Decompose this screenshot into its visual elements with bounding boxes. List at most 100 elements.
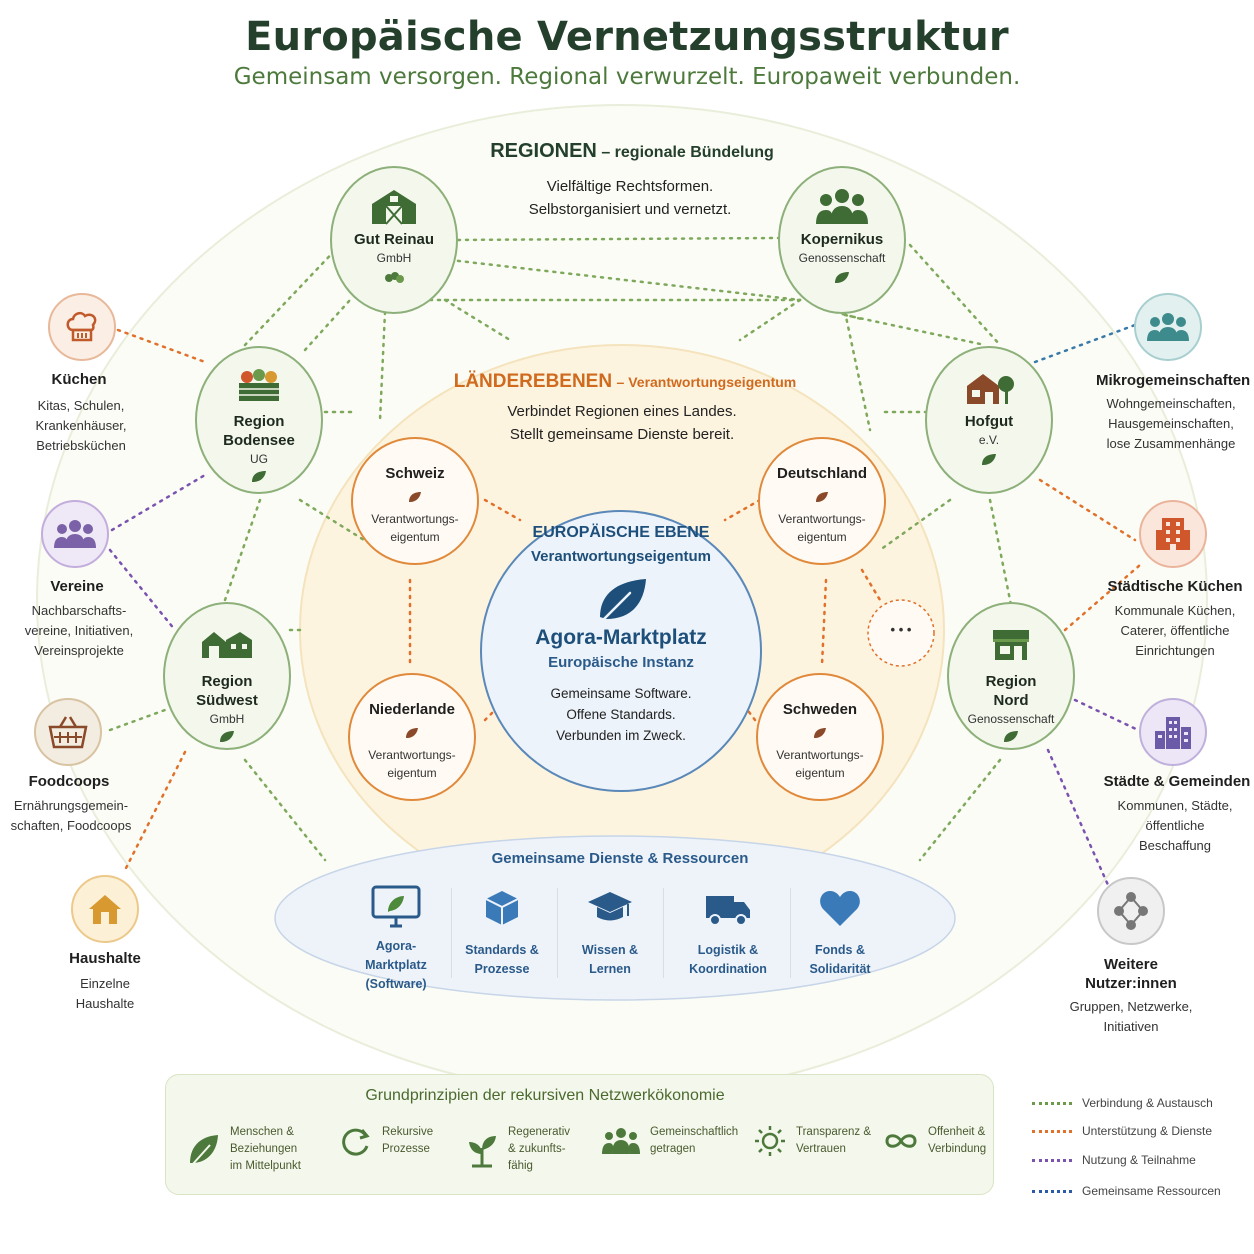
cube-icon — [447, 888, 557, 933]
group-icon — [780, 186, 904, 226]
principle-offenheit: Offenheit &Verbindung — [884, 1124, 986, 1158]
region-legal-form: e.V. — [978, 433, 1000, 447]
haushalte-icon[interactable] — [71, 875, 139, 943]
leaf-icon — [780, 271, 904, 290]
service-wissen[interactable]: Wissen &Lernen — [555, 888, 665, 979]
farm-buildings-icon — [165, 628, 289, 668]
service-logistik[interactable]: Logistik &Koordination — [673, 888, 783, 979]
country-ownership: Verantwortungs-eigentum — [778, 512, 866, 544]
staedte-icon[interactable] — [1139, 698, 1207, 766]
country-name: Schweiz — [385, 465, 445, 482]
vereine-icon[interactable] — [41, 500, 109, 568]
service-fonds[interactable]: Fonds &Solidarität — [785, 888, 895, 979]
leaf-icon — [353, 490, 477, 504]
region-legal-form: Genossenschaft — [798, 251, 886, 265]
leaf-icon — [927, 453, 1051, 472]
central-ownership: Verantwortungseigentum — [530, 548, 712, 565]
community-icon — [1147, 313, 1189, 341]
sprout-icon — [469, 1135, 496, 1167]
region-kopernikus[interactable]: Kopernikus Genossenschaft — [778, 166, 906, 314]
laender-line2: Stellt gemeinsame Dienste bereit. — [509, 426, 735, 443]
people-icon — [602, 1128, 640, 1154]
country-schweiz[interactable]: Schweiz Verantwortungs-eigentum — [351, 437, 479, 565]
service-agora[interactable]: Agora-Marktplatz(Software) — [341, 884, 451, 994]
barn-icon — [332, 186, 456, 226]
country-name: Niederlande — [369, 701, 455, 718]
divider — [451, 888, 452, 978]
region-bodensee[interactable]: Region Bodensee UG — [195, 346, 323, 494]
country-deutschland[interactable]: Deutschland Verantwortungs-eigentum — [758, 437, 886, 565]
leaf-icon — [190, 1134, 218, 1166]
mikrogemeinschaften-title: Mikrogemeinschaften — [1096, 372, 1251, 389]
kuechen-icon[interactable] — [48, 293, 116, 361]
divider — [790, 888, 791, 978]
service-standards[interactable]: Standards &Prozesse — [447, 888, 557, 979]
region-name: Region Südwest — [196, 673, 258, 709]
central-leaf-icon — [600, 579, 646, 623]
more-countries[interactable]: • • • — [890, 622, 912, 637]
laender-heading-bold: LÄNDEREBENEN — [453, 371, 613, 392]
central-instance: Europäische Instanz — [548, 654, 694, 671]
mikrogemeinschaften-icon[interactable] — [1134, 293, 1202, 361]
region-name: Gut Reinau — [353, 231, 434, 248]
monitor-icon — [341, 884, 451, 933]
region-name: Region Bodensee — [223, 413, 295, 449]
laender-description: Verbindet Regionen eines Landes. Stellt … — [422, 400, 822, 446]
country-name: Schweden — [782, 701, 858, 718]
sun-icon — [755, 1126, 785, 1156]
legend-verbindung: Verbindung & Austausch — [1032, 1096, 1213, 1110]
regionen-description: Vielfältige Rechtsformen. Selbstorganisi… — [430, 175, 830, 221]
country-ownership: Verantwortungs-eigentum — [371, 512, 459, 544]
leaf-icon — [758, 726, 882, 740]
laender-line1: Verbindet Regionen eines Landes. — [507, 403, 737, 420]
crate-icon — [197, 368, 321, 408]
basket-icon — [48, 716, 88, 749]
country-schweden[interactable]: Schweden Verantwortungs-eigentum — [756, 673, 884, 801]
country-name: Deutschland — [776, 465, 867, 482]
building-icon — [1156, 518, 1190, 550]
central-level: EUROPÄISCHE EBENE — [532, 524, 710, 541]
legend-unterstuetzung: Unterstützung & Dienste — [1032, 1124, 1212, 1138]
region-legal-form: Genossenschaft — [967, 712, 1055, 726]
region-gut-reinau[interactable]: Gut Reinau GmbH — [330, 166, 458, 314]
regionen-heading: REGIONEN – regionale Bündelung — [382, 140, 882, 163]
region-suedwest[interactable]: Region Südwest GmbH — [163, 602, 291, 750]
country-niederlande[interactable]: Niederlande Verantwortungs-eigentum — [348, 673, 476, 801]
kuechen-title: Küchen — [51, 371, 107, 388]
house-icon — [89, 895, 121, 924]
cycle-icon — [342, 1128, 370, 1156]
staedtische-kuechen-title: Städtische Küchen — [1107, 578, 1243, 595]
leaf-icon — [165, 730, 289, 749]
services-heading: Gemeinsame Dienste & Ressourcen — [491, 850, 749, 867]
foodcoops-icon[interactable] — [34, 698, 102, 766]
region-legal-form: GmbH — [209, 712, 245, 726]
regionen-line2: Selbstorganisiert und vernetzt. — [528, 201, 732, 218]
central-name[interactable]: Agora-Marktplatz — [535, 626, 707, 649]
farmhouse-icon — [927, 368, 1051, 408]
weitere-title: Weitere Nutzer:innen — [1085, 956, 1177, 992]
regionen-line1: Vielfältige Rechtsformen. — [546, 178, 714, 195]
legend-swatch — [1032, 1189, 1072, 1193]
divider — [663, 888, 664, 978]
page-subtitle: Gemeinsam versorgen. Regional verwurzelt… — [233, 64, 1021, 90]
weitere-icon[interactable] — [1097, 877, 1165, 945]
leaf-icon — [949, 730, 1073, 749]
legend-nutzung: Nutzung & Teilnahme — [1032, 1153, 1196, 1167]
region-legal-form: UG — [250, 452, 268, 466]
region-legal-form: GmbH — [376, 251, 412, 265]
legend-ressourcen: Gemeinsame Ressourcen — [1032, 1184, 1221, 1198]
country-ownership: Verantwortungs-eigentum — [368, 748, 456, 780]
leaf-icon — [760, 490, 884, 504]
page-title: Europäische Vernetzungsstruktur — [245, 14, 1009, 60]
staedte-title: Städte & Gemeinden — [1103, 773, 1251, 790]
region-nord[interactable]: Region Nord Genossenschaft — [947, 602, 1075, 750]
country-ownership: Verantwortungs-eigentum — [776, 748, 864, 780]
region-hofgut[interactable]: Hofgut e.V. — [925, 346, 1053, 494]
staedtische-kuechen-icon[interactable] — [1139, 500, 1207, 568]
leaf-icon — [350, 726, 474, 740]
